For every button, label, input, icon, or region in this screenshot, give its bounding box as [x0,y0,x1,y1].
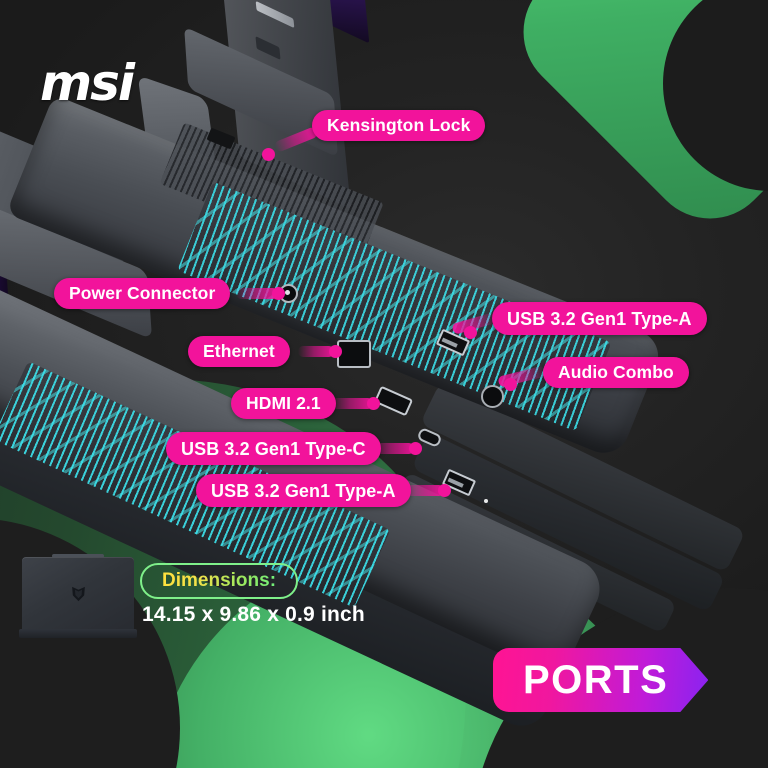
ethernet-leader [298,346,334,357]
power-connector-leader [236,288,278,299]
hdmi-leader [331,398,373,409]
ports-badge-label: PORTS [523,658,669,702]
laptop-thumbnail-base [19,629,137,638]
kensington-lock-dot [262,148,275,161]
usb-type-a-lower-dot [438,484,451,497]
callout-ethernet[interactable]: Ethernet [188,336,290,367]
ethernet-dot [329,345,342,358]
msi-dragon-shield-icon [70,585,87,603]
power-connector-dot [272,287,285,300]
callout-usb-type-a-upper[interactable]: USB 3.2 Gen1 Type-A [492,302,707,335]
laptop-thumbnail-top-strip [52,554,104,558]
laptop-thumbnail [19,554,137,638]
status-led [484,499,488,503]
ports-badge: PORTS [493,648,708,712]
msi-logo: msi [40,54,135,112]
usb-type-c-leader [372,443,414,454]
callout-audio-combo[interactable]: Audio Combo [543,357,689,388]
hdmi-dot [367,397,380,410]
usb-type-a-lower-leader [402,485,444,496]
dimensions-badge: Dimensions: [140,563,299,599]
dimensions-value: 14.15 x 9.86 x 0.9 inch [142,603,365,626]
callout-hdmi[interactable]: HDMI 2.1 [231,388,336,419]
ethernet-port [337,340,371,368]
callout-kensington-lock[interactable]: Kensington Lock [312,110,486,141]
callout-power-connector[interactable]: Power Connector [54,278,231,309]
callout-usb-type-a-lower[interactable]: USB 3.2 Gen1 Type-A [196,474,411,507]
audio-combo-port [481,385,504,408]
usb-type-c-dot [409,442,422,455]
dimensions-label: Dimensions: [162,570,277,591]
callout-usb-type-c[interactable]: USB 3.2 Gen1 Type-C [166,432,381,465]
